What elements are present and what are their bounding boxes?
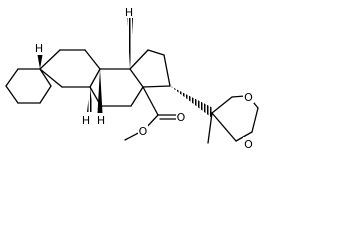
atom-label-h8: H [125,6,133,19]
structure-canvas: H H H H O O O O [5,5,259,151]
ring-b [39,49,101,88]
ring-c [89,68,144,107]
hash-bond-h9 [87,87,93,112]
stereo-bonds [37,18,133,113]
hash-bond-h8 [127,18,133,69]
hash-bond-side-chain [170,86,213,118]
atom-label-dioxolane-o-lower: O [244,138,253,151]
atom-labels: H H H H O O O O [34,5,254,151]
atom-label-ester-o-carbonyl: O [177,111,186,124]
ring-d [129,49,171,88]
wedge-bond-h10 [97,69,103,113]
atom-label-h5: H [35,42,43,55]
atom-label-h10: H [97,114,105,127]
atom-label-ester-o-single: O [139,125,148,138]
chemical-structure: H H H H O O O O [5,5,259,151]
ring-a [5,68,52,104]
atom-label-dioxolane-o-upper: O [244,91,253,104]
wedge-bond-h5 [37,55,43,69]
atom-label-h9: H [82,114,90,127]
methyl-ester [124,86,178,141]
